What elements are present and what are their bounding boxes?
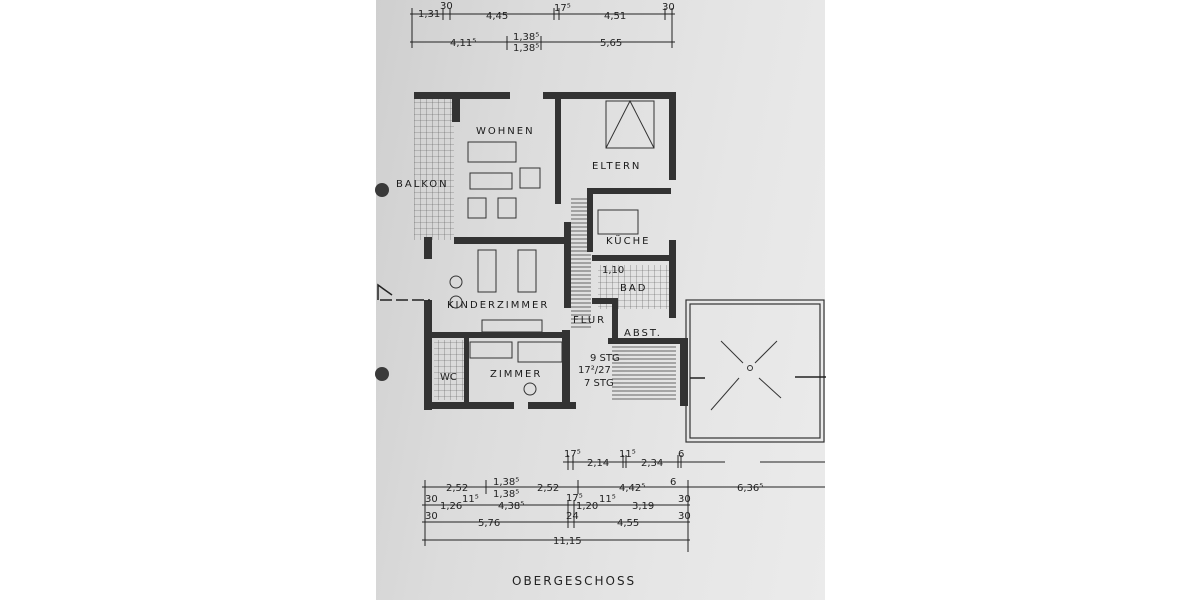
wc-tiles (434, 340, 464, 400)
svg-text:6: 6 (670, 477, 676, 488)
room-balkon: BALKON (396, 179, 449, 190)
svg-text:11,15: 11,15 (553, 536, 582, 547)
svg-text:5,76: 5,76 (478, 518, 500, 529)
svg-text:6: 6 (678, 449, 684, 460)
svg-text:1,38⁵: 1,38⁵ (513, 43, 539, 54)
svg-text:17⁵: 17⁵ (554, 3, 571, 14)
svg-text:4,38⁵: 4,38⁵ (498, 501, 524, 512)
svg-text:30: 30 (678, 511, 691, 522)
terrace-outline (685, 299, 825, 443)
room-flur: FLUR (573, 315, 606, 326)
room-labels: WOHNEN ELTERN BALKON KÜCHE 1,10 BAD KIND… (396, 126, 662, 389)
svg-text:1,26: 1,26 (440, 501, 462, 512)
svg-text:3,19: 3,19 (632, 501, 654, 512)
svg-text:11⁵: 11⁵ (462, 494, 479, 505)
svg-text:4,42⁵: 4,42⁵ (619, 483, 645, 494)
svg-text:1,38⁵: 1,38⁵ (513, 32, 539, 43)
punch-hole-bottom (375, 367, 389, 381)
svg-text:2,14: 2,14 (587, 458, 609, 469)
svg-text:5,65: 5,65 (600, 38, 622, 49)
room-wc: WC (440, 372, 457, 383)
punch-hole-top (375, 183, 389, 197)
svg-text:17⁵: 17⁵ (564, 449, 581, 460)
svg-text:4,51: 4,51 (604, 11, 626, 22)
svg-text:1,38⁵: 1,38⁵ (493, 489, 519, 500)
svg-text:17⁵: 17⁵ (566, 493, 583, 504)
room-kinderzimmer: KINDERZIMMER (447, 300, 549, 311)
svg-text:30: 30 (662, 2, 675, 13)
svg-text:6,36⁵: 6,36⁵ (737, 483, 763, 494)
room-wohnen: WOHNEN (476, 126, 535, 137)
svg-text:11⁵: 11⁵ (619, 449, 636, 460)
section-line (377, 283, 826, 379)
svg-text:30: 30 (440, 1, 453, 12)
room-eltern: ELTERN (592, 161, 641, 172)
top-dimension-text: 1,31 30 4,45 17⁵ 4,51 30 4,11⁵ 1,38⁵ 1,3… (418, 1, 675, 54)
svg-text:4,55: 4,55 (617, 518, 639, 529)
balcony-area (414, 98, 454, 240)
staircase (612, 345, 676, 400)
bad-width-label: 1,10 (602, 265, 624, 276)
top-dimension-lines (410, 8, 675, 50)
svg-text:30: 30 (425, 511, 438, 522)
svg-text:2,52: 2,52 (446, 483, 468, 494)
svg-text:30: 30 (425, 494, 438, 505)
stairs-ratio: 17²/27 (578, 365, 611, 376)
svg-text:2,34: 2,34 (641, 458, 663, 469)
walls (414, 92, 688, 410)
stairs-lower: 7 STG (584, 378, 614, 389)
furniture (449, 99, 655, 396)
svg-text:11⁵: 11⁵ (599, 494, 616, 505)
svg-text:24: 24 (566, 511, 579, 522)
svg-text:4,11⁵: 4,11⁵ (450, 38, 476, 49)
room-bad: BAD (620, 283, 647, 294)
svg-text:2,52: 2,52 (537, 483, 559, 494)
drawing-title: OBERGESCHOSS (512, 574, 637, 588)
room-abst: ABST. (624, 328, 662, 339)
svg-text:1,20: 1,20 (576, 501, 598, 512)
bottom-dimension-lines (422, 455, 825, 552)
bottom-dimension-text: 17⁵ 2,14 11⁵ 2,34 6 2,52 1,38⁵ 1,38⁵ 2,5… (425, 449, 763, 547)
room-zimmer: ZIMMER (490, 369, 542, 380)
svg-text:1,38⁵: 1,38⁵ (493, 477, 519, 488)
svg-text:30: 30 (678, 494, 691, 505)
hall-stairs (571, 198, 591, 328)
room-kueche: KÜCHE (606, 234, 650, 247)
svg-text:4,45: 4,45 (486, 11, 508, 22)
svg-text:1,31: 1,31 (418, 9, 440, 20)
terrace-drain (710, 340, 782, 411)
stairs-upper: 9 STG (590, 353, 620, 364)
